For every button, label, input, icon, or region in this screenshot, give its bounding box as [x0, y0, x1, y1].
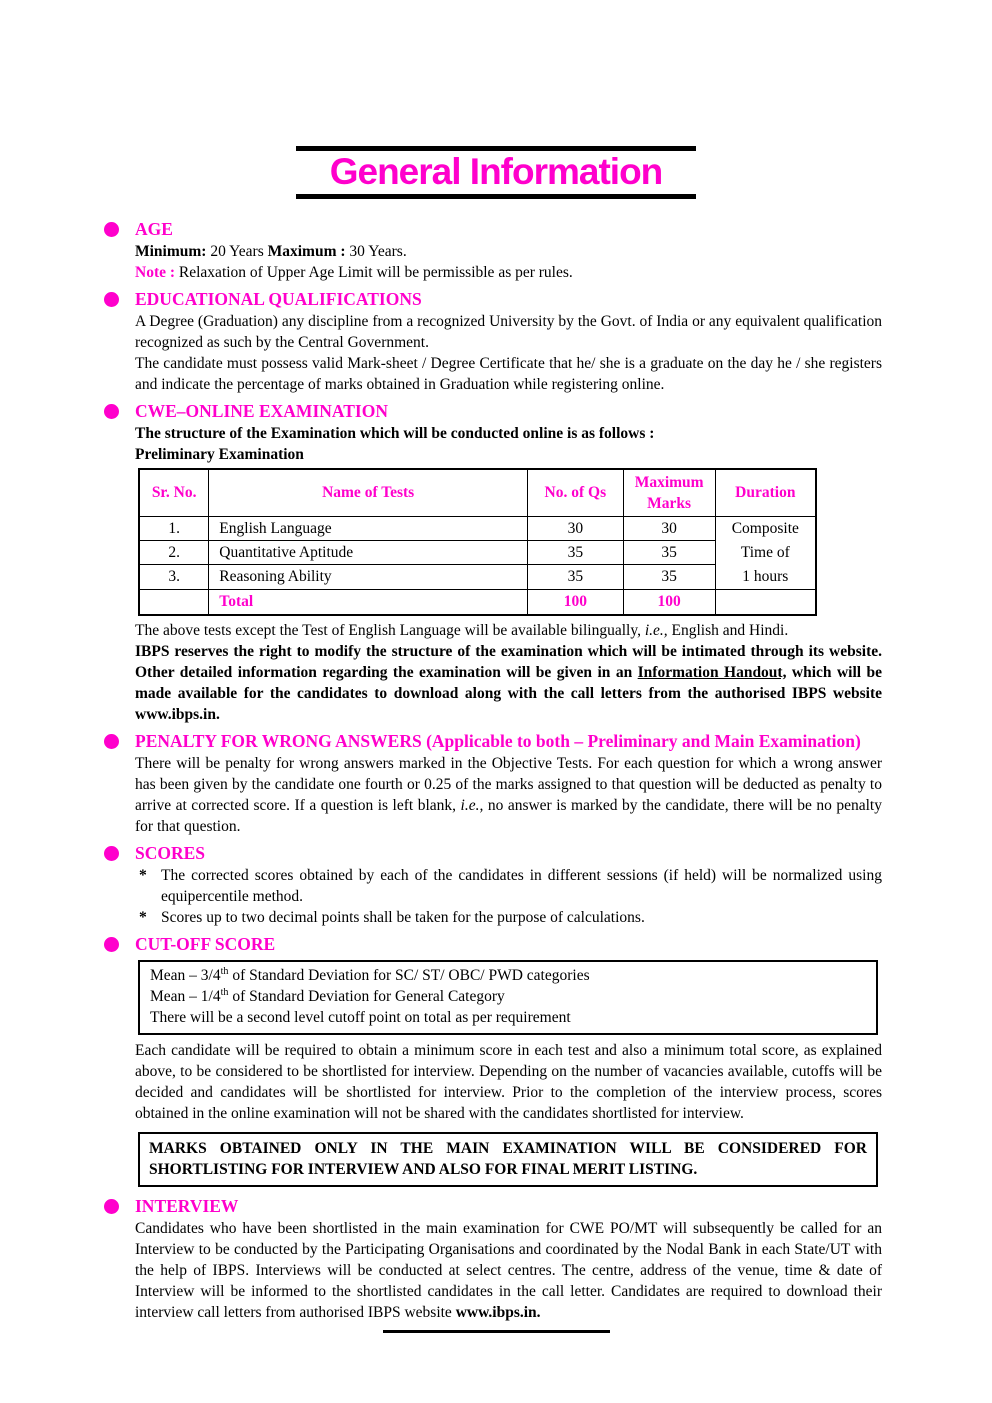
section-heading-cwe-online-examination: CWE–ONLINE EXAMINATION	[135, 401, 388, 421]
test-name-cell: Quantitative Aptitude	[208, 539, 529, 566]
section-heading-penalty: PENALTY FOR WRONG ANSWERS (Applicable to…	[135, 731, 861, 751]
section-cutoff-score: CUT-OFF SCORE Mean – 3/4th of Standard D…	[104, 934, 882, 1187]
total-qs-cell: 100	[527, 588, 624, 616]
total-label-cell: Total	[208, 588, 529, 616]
bullet-icon	[104, 734, 119, 749]
exam-structure-intro: The structure of the Examination which w…	[135, 425, 655, 442]
marks-main-exam-notice: MARKS OBTAINED ONLY IN THE MAIN EXAMINAT…	[149, 1140, 867, 1178]
test-name-cell: Reasoning Ability	[208, 564, 529, 590]
sr-no-cell: 1.	[138, 515, 210, 541]
education-paragraph-2: The candidate must possess valid Mark-sh…	[135, 355, 882, 393]
section-penalty-for-wrong-answers: PENALTY FOR WRONG ANSWERS (Applicable to…	[104, 731, 882, 837]
col-header-no-of-qs: No. of Qs	[527, 468, 624, 517]
age-requirements-text: Minimum: 20 Years Maximum : 30 Years.	[135, 243, 407, 260]
preliminary-examination-label: Preliminary Examination	[135, 446, 304, 463]
scores-item-2: Scores up to two decimal points shall be…	[161, 909, 645, 926]
section-heading-educational-qualifications: EDUCATIONAL QUALIFICATIONS	[135, 289, 422, 309]
section-interview: INTERVIEW Candidates who have been short…	[104, 1196, 882, 1323]
col-header-duration: Duration	[714, 468, 817, 517]
qs-cell: 35	[527, 564, 624, 590]
section-heading-cutoff-score: CUT-OFF SCORE	[135, 934, 276, 954]
section-age: AGE Minimum: 20 Years Maximum : 30 Years…	[104, 219, 882, 283]
scores-item-1: The corrected scores obtained by each of…	[161, 867, 882, 905]
interview-paragraph: Candidates who have been shortlisted in …	[135, 1220, 882, 1321]
total-marks-cell: 100	[622, 588, 716, 616]
table-total-row: Total 100 100	[138, 588, 817, 616]
marks-cell: 35	[622, 539, 716, 566]
empty-cell	[714, 588, 817, 616]
marks-main-exam-notice-box: MARKS OBTAINED ONLY IN THE MAIN EXAMINAT…	[138, 1132, 878, 1187]
bullet-icon	[104, 937, 119, 952]
section-heading-age: AGE	[135, 219, 173, 239]
sr-no-cell: 3.	[138, 564, 210, 590]
bullet-icon	[104, 1199, 119, 1214]
bullet-icon	[104, 404, 119, 419]
section-cwe-online-examination: CWE–ONLINE EXAMINATION The structure of …	[104, 401, 882, 725]
sr-no-cell: 2.	[138, 539, 210, 566]
penalty-paragraph: There will be penalty for wrong answers …	[135, 755, 882, 835]
page-title: General Information	[329, 151, 664, 192]
cutoff-criteria-line-3: There will be a second level cutoff poin…	[150, 1009, 571, 1026]
preliminary-exam-table: Sr. No. Name of Tests No. of Qs Maximum …	[138, 468, 817, 616]
bullet-icon	[104, 222, 119, 237]
test-name-cell: English Language	[208, 515, 529, 541]
duration-cell: Composite Time of 1 hours	[714, 515, 817, 590]
col-header-maximum-marks: Maximum Marks	[622, 468, 716, 517]
asterisk-bullet-icon: *	[139, 909, 147, 926]
table-row: 1. English Language 30 30 Composite Time…	[138, 515, 817, 590]
bullet-icon	[104, 292, 119, 307]
marks-cell: 30	[622, 515, 716, 541]
section-educational-qualifications: EDUCATIONAL QUALIFICATIONS A Degree (Gra…	[104, 289, 882, 395]
duration-line: 1 hours	[742, 568, 789, 585]
table-row: 2. Quantitative Aptitude 35 35	[138, 539, 816, 566]
education-paragraph-1: A Degree (Graduation) any discipline fro…	[135, 313, 882, 351]
asterisk-bullet-icon: *	[139, 867, 147, 884]
cutoff-criteria-line-1: Mean – 3/4th of Standard Deviation for S…	[150, 965, 590, 984]
bullet-icon	[104, 846, 119, 861]
end-of-document-rule	[382, 1330, 610, 1333]
bilingual-note: The above tests except the Test of Engli…	[135, 622, 789, 639]
marks-cell: 35	[622, 564, 716, 590]
table-header-row: Sr. No. Name of Tests No. of Qs Maximum …	[138, 468, 817, 517]
cutoff-paragraph: Each candidate will be required to obtai…	[135, 1042, 882, 1122]
duration-line: Composite	[731, 520, 799, 537]
ibps-structure-note: IBPS reserves the right to modify the st…	[135, 643, 882, 723]
list-item: * Scores up to two decimal points shall …	[139, 907, 882, 928]
empty-cell	[138, 588, 210, 616]
section-heading-scores: SCORES	[135, 843, 206, 863]
table-row: 3. Reasoning Ability 35 35	[138, 564, 816, 590]
col-header-name-of-tests: Name of Tests	[208, 468, 529, 517]
cutoff-criteria-line-2: Mean – 1/4th of Standard Deviation for G…	[150, 986, 505, 1005]
age-note-text: Note : Relaxation of Upper Age Limit wil…	[135, 264, 573, 281]
page-title-band: General Information	[296, 146, 696, 199]
section-scores: SCORES * The corrected scores obtained b…	[104, 843, 882, 928]
duration-line: Time of	[740, 544, 790, 561]
list-item: * The corrected scores obtained by each …	[139, 865, 882, 907]
col-header-sr-no: Sr. No.	[138, 468, 210, 517]
qs-cell: 30	[527, 515, 624, 541]
cutoff-criteria-box: Mean – 3/4th of Standard Deviation for S…	[138, 960, 878, 1035]
qs-cell: 35	[527, 539, 624, 566]
section-heading-interview: INTERVIEW	[135, 1196, 239, 1216]
